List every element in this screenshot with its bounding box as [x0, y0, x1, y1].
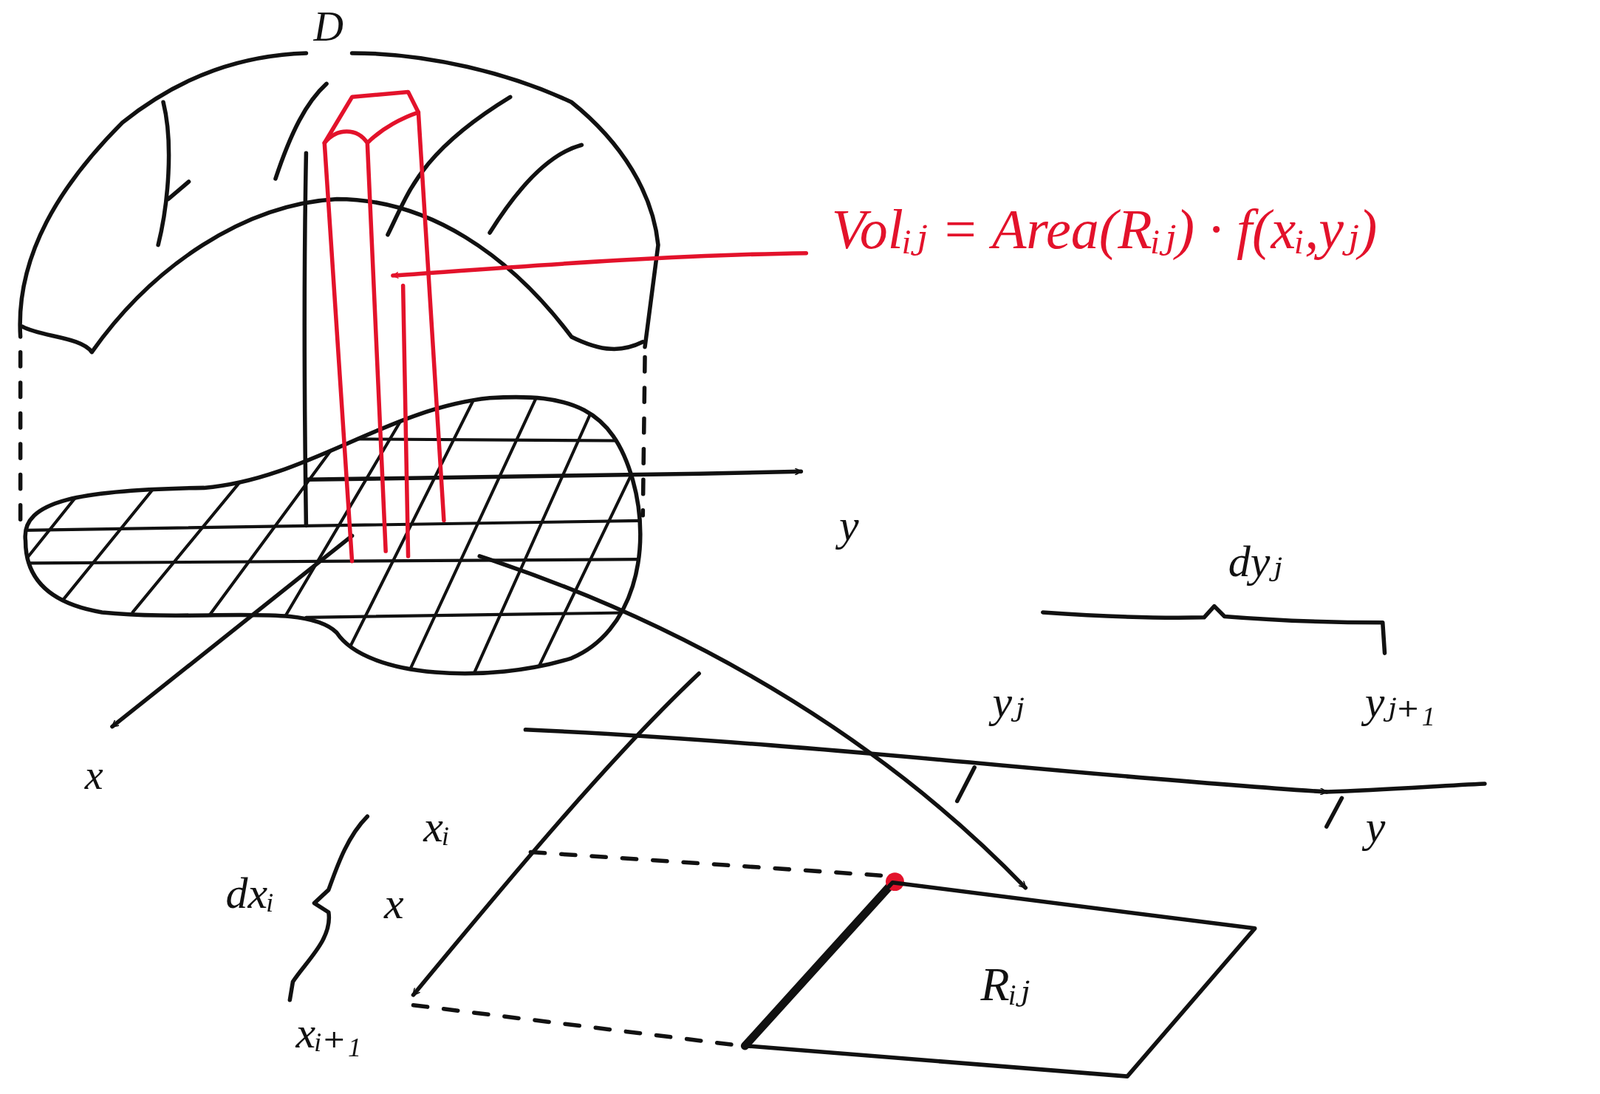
inset-drawing: [289, 606, 1485, 1046]
surface-contour: [304, 152, 306, 526]
grid-label: yⱼ: [992, 677, 1024, 727]
hatch-lines: [0, 438, 654, 618]
volume-column: [324, 91, 806, 561]
surface-contour: [275, 83, 327, 179]
region-name: D: [313, 5, 344, 51]
surface-contour: [489, 144, 582, 233]
formula: Volᵢⱼ = Area(Rᵢⱼ) · f(xᵢ,yⱼ): [831, 198, 1377, 261]
axis-label: x: [84, 752, 104, 799]
surface-contour: [158, 101, 189, 245]
x-axis: [112, 535, 353, 727]
interval-label: dyⱼ: [1228, 537, 1282, 586]
projection-dashes: [20, 352, 645, 537]
dy-brace: [1043, 606, 1386, 654]
dx-brace: [289, 816, 368, 1001]
interval-label: dxᵢ: [225, 868, 275, 918]
axis-label: y: [1365, 802, 1386, 851]
axis-label: x: [384, 879, 405, 928]
parallelogram: [744, 882, 1256, 1077]
tick-marks: [957, 767, 1343, 827]
zoom-arrow: [479, 556, 1026, 888]
pointer-arrow: [392, 253, 806, 276]
grid-label: yⱼ₊₁: [1365, 677, 1436, 727]
region-cell: Rᵢⱼ: [736, 875, 1264, 1084]
inset-y-axis: [1326, 783, 1485, 792]
inset-y-axis: [525, 729, 1326, 792]
surface-drawing: [0, 53, 1026, 888]
inset-x-axis: [412, 673, 699, 996]
column-outline: [324, 91, 444, 561]
cell-label: Rᵢⱼ: [980, 958, 1030, 1011]
grid-label: xᵢ₊₁: [295, 1008, 362, 1058]
column-edges: [324, 112, 419, 557]
grid-label: xᵢ: [423, 802, 450, 851]
axis-label: y: [839, 500, 860, 550]
guide-dashes: [412, 852, 882, 1046]
